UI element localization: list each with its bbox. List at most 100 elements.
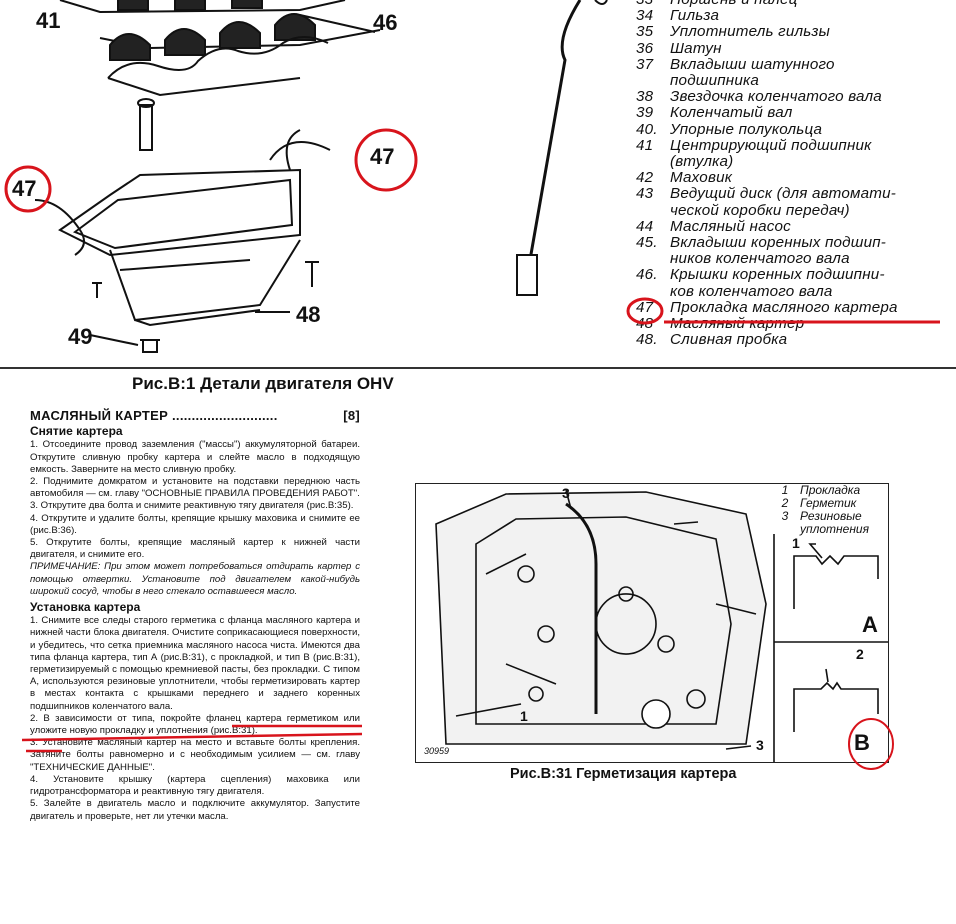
parts-list-item: ков коленчатого вала bbox=[636, 282, 946, 300]
highlight-circle-47-left bbox=[4, 165, 52, 213]
parts-list-item: 48. Сливная пробка bbox=[636, 332, 946, 348]
part-name: ников коленчатого вала bbox=[670, 250, 850, 268]
part-name: Гильза bbox=[670, 7, 720, 25]
install-step: 2. В зависимости от типа, покройте флане… bbox=[30, 712, 360, 737]
detail-b-label: B bbox=[854, 730, 870, 755]
install-step: 5. Залейте в двигатель масло и подключит… bbox=[30, 798, 360, 822]
section-title: МАСЛЯНЫЙ КАРТЕР ........................… bbox=[30, 408, 360, 423]
parts-list-item: 44 Масляный насос bbox=[636, 217, 946, 235]
legend-text: Резиновые bbox=[800, 509, 862, 523]
removal-step: 4. Открутите и удалите болты, крепящие к… bbox=[30, 512, 360, 536]
part-number: 34 bbox=[636, 7, 654, 25]
parts-list-item: 33Поршень и палец bbox=[636, 0, 946, 8]
part-name: Масляный картер bbox=[670, 315, 805, 333]
part-name: Шатун bbox=[670, 39, 722, 57]
legend-number: 1 bbox=[781, 483, 789, 497]
engine-parts-drawing bbox=[4, 0, 608, 353]
part-number: 36 bbox=[636, 39, 654, 57]
callout-48: 48 bbox=[296, 302, 321, 327]
callout-3-top: 3 bbox=[562, 485, 570, 501]
sealing-drawing: 30959 bbox=[424, 489, 888, 762]
install-step: 4. Установите крышку (картера сцепления)… bbox=[30, 773, 360, 798]
section-title-number: [8] bbox=[343, 408, 360, 423]
legend-item: 3 Резиновые bbox=[770, 510, 869, 523]
part-name: Упорные полукольца bbox=[670, 120, 823, 138]
parts-list-item: (втулка) bbox=[636, 153, 946, 171]
part-name: Сливная пробка bbox=[670, 331, 788, 349]
part-name: Вкладыши шатунного bbox=[670, 55, 835, 73]
part-name: подшипника bbox=[670, 72, 760, 90]
part-name: Крышки коренных подшипни- bbox=[670, 266, 885, 284]
parts-list-item: 42 Маховик bbox=[636, 170, 946, 186]
part-number bbox=[636, 73, 670, 89]
highlight-b bbox=[848, 718, 894, 770]
part-number: 46. bbox=[636, 266, 658, 284]
part-number bbox=[636, 154, 670, 170]
part-number bbox=[636, 203, 670, 219]
part-number: 35 bbox=[636, 23, 654, 41]
text-column: МАСЛЯНЫЙ КАРТЕР ........................… bbox=[30, 408, 360, 823]
parts-list: 33Поршень и палец 34 Гильза 35Уплотнитель… bbox=[636, 0, 946, 348]
removal-step: 2. Поднимите домкратом и установите на п… bbox=[30, 476, 360, 500]
section-title-text: МАСЛЯНЫЙ КАРТЕР ........................… bbox=[30, 408, 278, 423]
callout-47-right: 47 bbox=[370, 144, 395, 169]
detail-a-label: A bbox=[862, 612, 878, 637]
install-step: 3. Установите масляный картер на место и… bbox=[30, 737, 360, 773]
parts-list-item: подшипника bbox=[636, 72, 946, 90]
legend-number: 3 bbox=[781, 509, 789, 523]
part-number: 41 bbox=[636, 136, 654, 154]
parts-list-item: 36 Шатун bbox=[636, 39, 946, 57]
part-name: ков коленчатого вала bbox=[670, 282, 833, 300]
legend-item: уплотнения bbox=[770, 523, 869, 536]
figure-caption-b1: Рис.В:1 Детали двигателя OHV bbox=[132, 374, 394, 393]
removal-heading: Снятие картера bbox=[30, 424, 123, 439]
text-highlight bbox=[21, 724, 363, 753]
highlight-circle-b bbox=[848, 718, 894, 770]
callout-47-left: 47 bbox=[12, 176, 37, 201]
part-name: Центрирующий подшипник bbox=[670, 136, 872, 154]
part-number: 33 bbox=[636, 0, 670, 8]
removal-step: 5. Открутите болты, крепящие масляный ка… bbox=[30, 537, 360, 561]
parts-list-item: ников коленчатого вала bbox=[636, 251, 946, 267]
figure-caption-b31: Рис.В:31 Герметизация картера bbox=[510, 766, 737, 782]
callout-49: 49 bbox=[68, 324, 93, 349]
parts-list-item: 37 Вкладыши шатунного bbox=[636, 55, 946, 73]
part-number: 44 bbox=[636, 217, 654, 235]
legend-text: Прокладка bbox=[800, 483, 861, 497]
sealing-figure: 30959 3 1 3 1 2 A B bbox=[415, 483, 889, 763]
highlight-item-47 bbox=[626, 297, 940, 325]
highlight-underline-paste bbox=[21, 732, 363, 742]
callout-1-detail: 1 bbox=[792, 535, 800, 551]
part-number: 48. bbox=[636, 331, 658, 349]
install-step: 1. Снимите все следы старого герметика с… bbox=[30, 615, 360, 712]
part-name: Звездочка коленчатого вала bbox=[670, 88, 882, 106]
highlight-circle-47-right bbox=[354, 128, 418, 192]
parts-list-item: 40.Упорные полукольца bbox=[636, 120, 946, 138]
part-name: Поршень и палец bbox=[670, 0, 946, 8]
part-name: Маховик bbox=[670, 169, 733, 187]
parts-list-item: 46. Крышки коренных подшипни- bbox=[636, 267, 946, 283]
part-name: (втулка) bbox=[670, 153, 734, 171]
legend-text: уплотнения bbox=[800, 522, 870, 536]
part-name: Коленчатый вал bbox=[670, 104, 793, 122]
install-heading: Установка картера bbox=[30, 600, 141, 615]
parts-list-item: ческой коробки передач) bbox=[636, 202, 946, 219]
figure-code: 30959 bbox=[424, 746, 449, 756]
part-name: Масляный насос bbox=[670, 217, 791, 235]
part-number: 47 bbox=[636, 298, 654, 316]
part-number: 37 bbox=[636, 55, 654, 73]
part-number: 43 bbox=[636, 185, 654, 203]
parts-list-item: 41 Центрирующий подшипник bbox=[636, 136, 946, 154]
callout-1-bottom: 1 bbox=[520, 708, 528, 724]
part-number: 45. bbox=[636, 234, 658, 252]
part-name: Вкладыши коренных подшип- bbox=[670, 234, 887, 252]
engine-parts-diagram: 41 46 47 47 48 49 bbox=[0, 0, 620, 365]
callout-2-detail: 2 bbox=[856, 646, 864, 662]
part-number: 42 bbox=[636, 169, 654, 187]
